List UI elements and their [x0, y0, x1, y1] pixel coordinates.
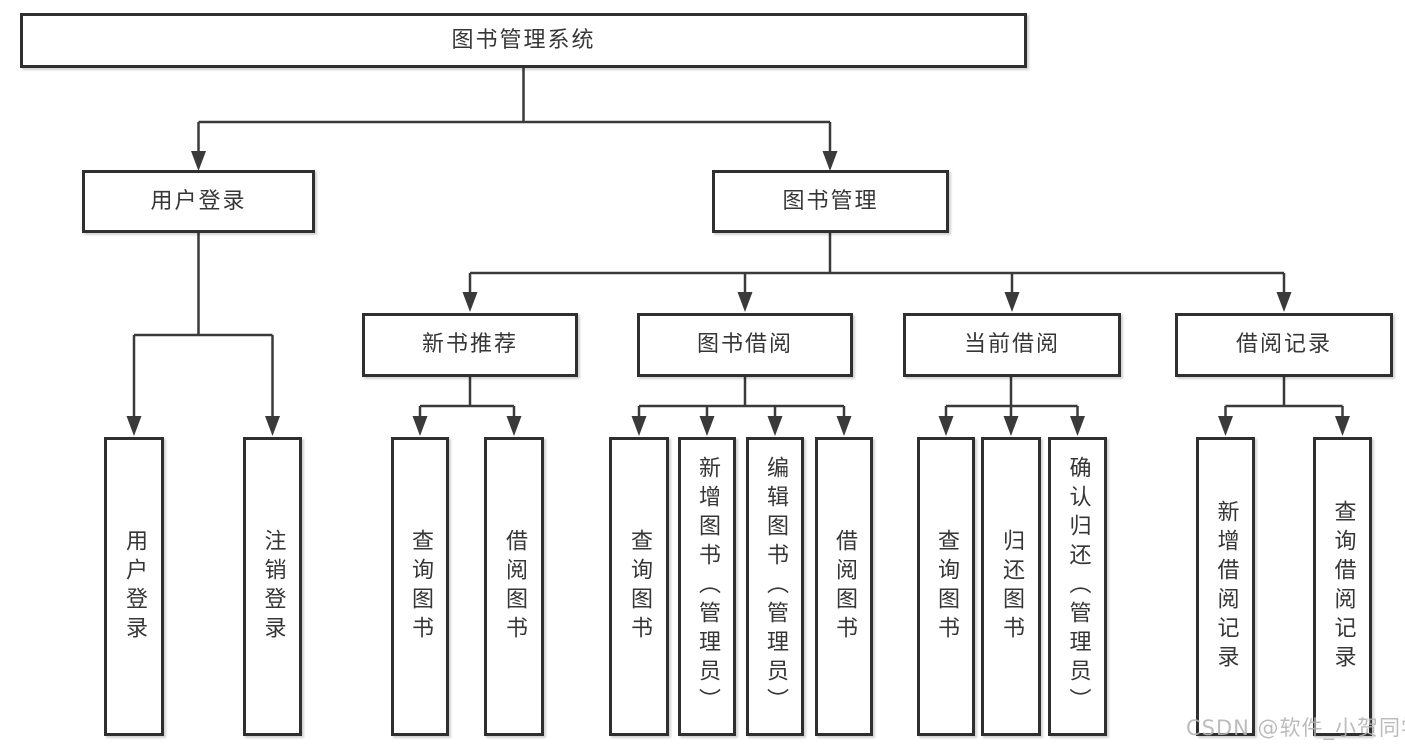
leaf-add-borrow-record: 新增借阅记录 — [1196, 437, 1255, 736]
leaf-recommend-query-books-label: 查询图书 — [408, 528, 433, 645]
leaf-borrowing-query-books: 查询图书 — [609, 437, 669, 736]
leaf-return-books: 归还图书 — [981, 437, 1041, 736]
leaf-return-books-label: 归还图书 — [999, 528, 1024, 645]
leaf-user-login-label: 用户登录 — [122, 528, 147, 645]
leaf-logout-label: 注销登录 — [260, 528, 286, 645]
node-root-system: 图书管理系统 — [20, 13, 1027, 68]
leaf-current-query-books: 查询图书 — [917, 437, 975, 736]
node-book-management: 图书管理 — [712, 170, 949, 233]
leaf-recommend-borrow-books-label: 借阅图书 — [502, 528, 527, 645]
node-book-borrowing: 图书借阅 — [637, 313, 853, 377]
leaf-borrow-books-label: 借阅图书 — [832, 528, 857, 645]
leaf-borrowing-query-books-label: 查询图书 — [627, 528, 652, 645]
leaf-recommend-query-books: 查询图书 — [391, 437, 449, 736]
node-user-login-label: 用户登录 — [150, 188, 247, 214]
leaf-recommend-borrow-books: 借阅图书 — [484, 437, 544, 736]
node-borrow-records: 借阅记录 — [1175, 313, 1393, 377]
node-book-borrowing-label: 图书借阅 — [696, 332, 793, 357]
node-new-book-recommend-label: 新书推荐 — [421, 332, 518, 357]
node-current-borrowing-label: 当前借阅 — [963, 332, 1060, 357]
leaf-query-borrow-record-label: 查询借阅记录 — [1330, 499, 1356, 674]
leaf-add-books-admin-label: 新增图书（管理员） — [695, 456, 720, 717]
watermark-text: CSDN @软件_小贺同学 — [1186, 716, 1405, 740]
node-current-borrowing: 当前借阅 — [903, 313, 1121, 377]
leaf-confirm-return-admin: 确认归还（管理员） — [1048, 437, 1107, 736]
node-book-management-label: 图书管理 — [782, 188, 879, 214]
leaf-user-login: 用户登录 — [104, 437, 164, 736]
leaf-logout: 注销登录 — [243, 437, 302, 736]
node-new-book-recommend: 新书推荐 — [362, 313, 578, 377]
leaf-confirm-return-admin-label: 确认归还（管理员） — [1065, 456, 1091, 717]
node-user-login: 用户登录 — [82, 170, 315, 233]
leaf-query-borrow-record: 查询借阅记录 — [1313, 437, 1372, 736]
node-borrow-records-label: 借阅记录 — [1235, 332, 1332, 357]
node-root-system-label: 图书管理系统 — [451, 27, 596, 53]
leaf-current-query-books-label: 查询图书 — [934, 528, 959, 645]
leaf-borrow-books: 借阅图书 — [815, 437, 873, 736]
leaf-edit-books-admin-label: 编辑图书（管理员） — [763, 456, 788, 717]
leaf-edit-books-admin: 编辑图书（管理员） — [746, 437, 804, 736]
leaf-add-books-admin: 新增图书（管理员） — [678, 437, 736, 736]
leaf-add-borrow-record-label: 新增借阅记录 — [1213, 499, 1239, 674]
